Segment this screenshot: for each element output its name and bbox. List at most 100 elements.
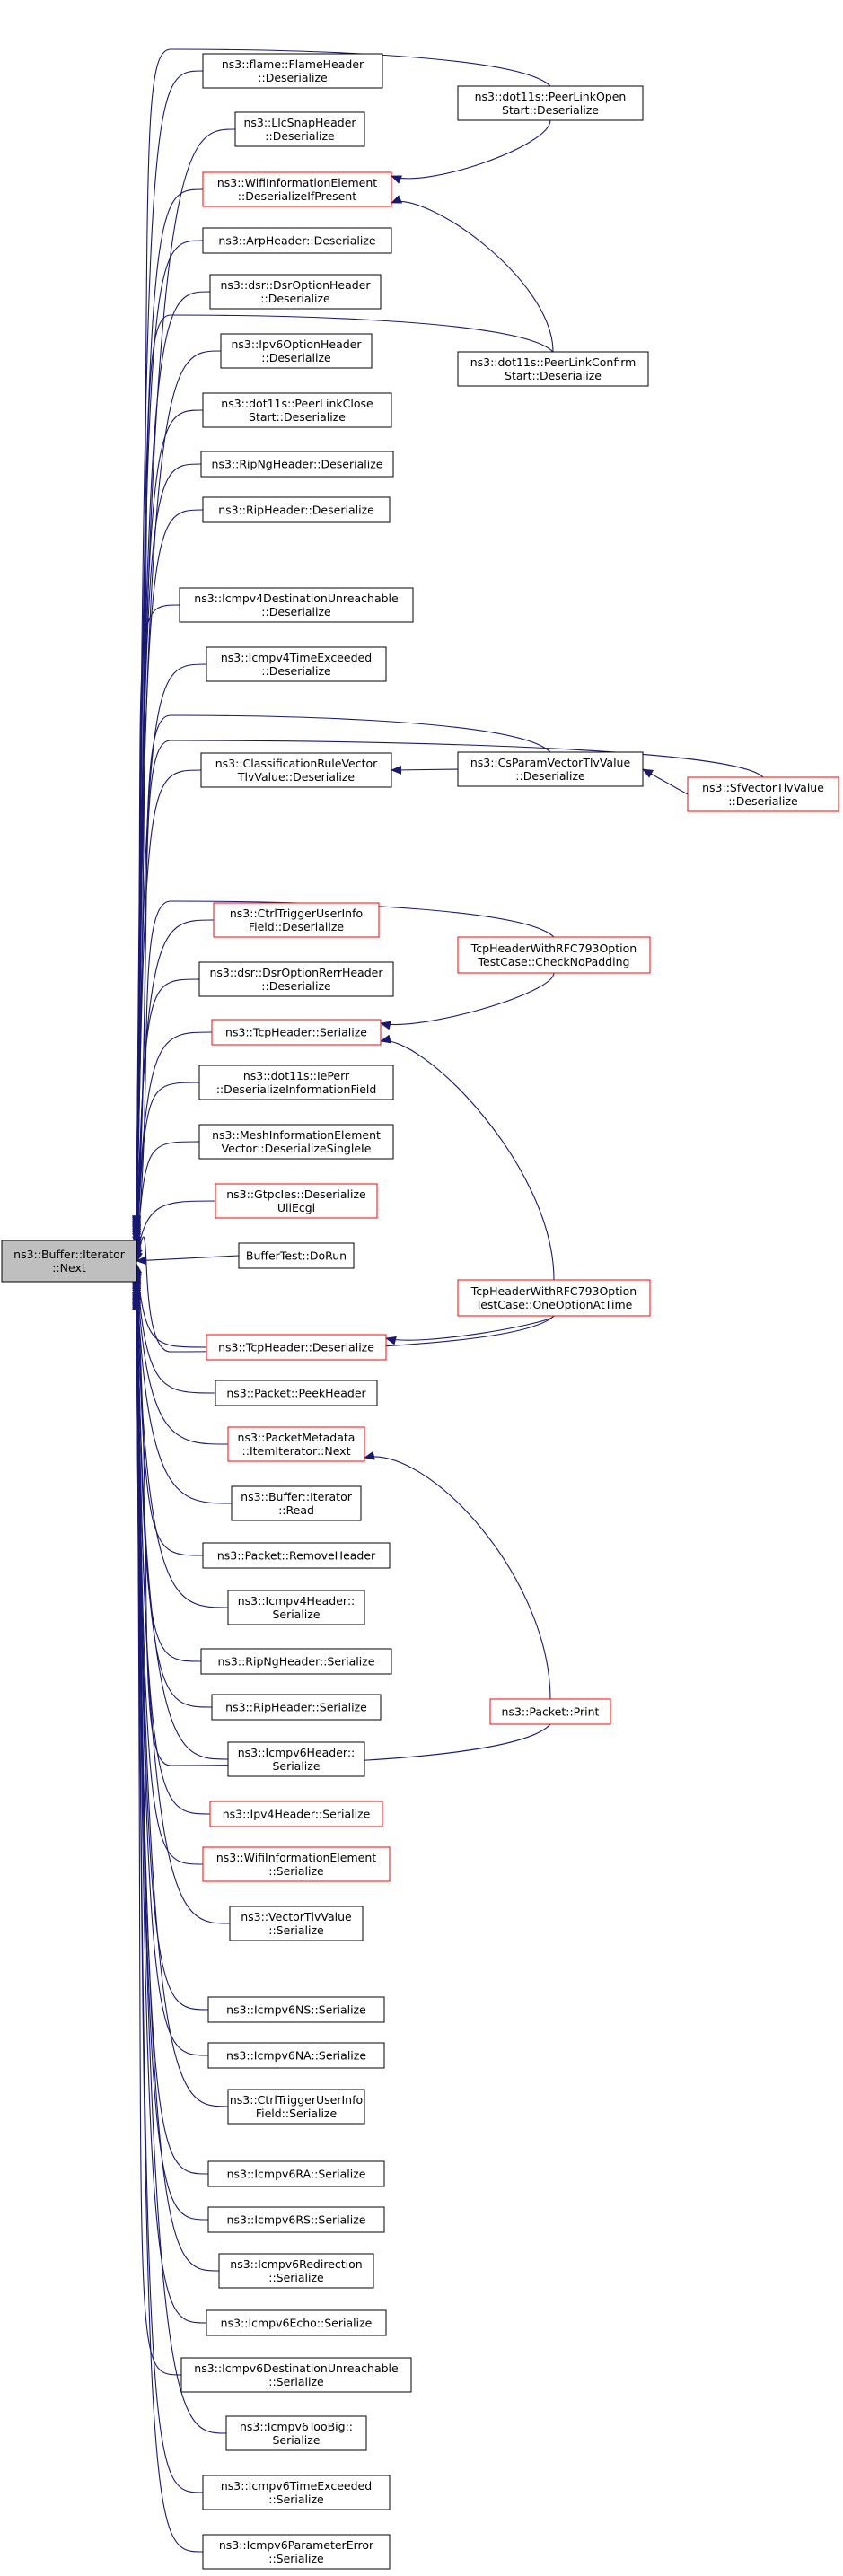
edge-n39-to-root — [132, 1293, 182, 2376]
node-label-line: ::Deserialize — [515, 769, 585, 783]
graph-node-n20[interactable]: ns3::TcpHeader::Deserialize — [206, 1334, 387, 1361]
node-box — [227, 1590, 365, 1625]
graph-node-n4[interactable]: ns3::ArpHeader::Deserialize — [202, 227, 392, 254]
graph-node-n32[interactable]: ns3::Icmpv6NS::Serialize — [207, 1996, 385, 2023]
graph-node-n25[interactable]: ns3::Icmpv4Header::Serialize — [227, 1590, 365, 1625]
node-box — [1, 1240, 137, 1283]
graph-node-n7[interactable]: ns3::dot11s::PeerLinkCloseStart::Deseria… — [202, 392, 392, 428]
graph-node-n28[interactable]: ns3::Icmpv6Header::Serialize — [227, 1741, 365, 1777]
edge-m5-to-n20 — [385, 1315, 555, 1345]
node-box — [218, 2253, 374, 2289]
edge-m1-to-root — [132, 48, 551, 1228]
graph-node-n38[interactable]: ns3::Icmpv6Echo::Serialize — [206, 2309, 387, 2336]
node-box — [202, 1846, 391, 1882]
graph-node-m3[interactable]: ns3::CsParamVectorTlvValue::Deserialize — [457, 751, 644, 787]
node-label-line: ::Deserialize — [261, 605, 331, 618]
node-label-line: ::Serialize — [268, 2271, 324, 2284]
node-label-line: ns3::RipNgHeader::Deserialize — [212, 458, 383, 471]
graph-node-n27[interactable]: ns3::RipHeader::Serialize — [211, 1694, 382, 1721]
graph-node-n12[interactable]: ns3::ClassificationRuleVectorTlvValue::D… — [200, 752, 392, 788]
graph-node-n5[interactable]: ns3::dsr::DsrOptionHeader::Deserialize — [209, 274, 382, 310]
graph-node-n16[interactable]: ns3::dot11s::IePerr::DeserializeInformat… — [198, 1065, 394, 1100]
graph-node-n26[interactable]: ns3::RipNgHeader::Serialize — [200, 1648, 392, 1675]
edge-n29-to-root — [132, 1276, 211, 1815]
node-label-line: ns3::CtrlTriggerUserInfo — [230, 2093, 363, 2107]
root-node-buffer-iterator-next[interactable]: ns3::Buffer::Iterator::Next — [1, 1240, 137, 1283]
graph-node-r1[interactable]: ns3::SfVectorTlvValue::Deserialize — [687, 776, 839, 812]
node-label-line: ::DeserializeInformationField — [216, 1082, 377, 1096]
graph-node-n11[interactable]: ns3::Icmpv4TimeExceeded::Deserialize — [206, 646, 387, 682]
node-box — [207, 1996, 385, 2023]
edge-n14-to-root — [132, 978, 200, 1254]
node-box — [227, 2089, 365, 2125]
graph-node-n23[interactable]: ns3::Buffer::Iterator::Read — [231, 1485, 362, 1521]
edge-n31-to-root — [132, 1280, 231, 1924]
graph-node-n35[interactable]: ns3::Icmpv6RA::Serialize — [207, 2160, 385, 2187]
node-label-line: ns3::Packet::RemoveHeader — [217, 1549, 376, 1563]
node-box — [180, 2357, 412, 2393]
edge-n33-to-root — [132, 1284, 209, 2056]
node-box — [225, 2415, 367, 2451]
edge-n16-to-root — [132, 1082, 200, 1257]
graph-node-n29[interactable]: ns3::Ipv4Header::Serialize — [209, 1801, 383, 1827]
graph-node-m4[interactable]: TcpHeaderWithRFC793OptionTestCase::Check… — [457, 936, 651, 974]
graph-node-n33[interactable]: ns3::Icmpv6NA::Serialize — [207, 2042, 385, 2069]
graph-node-n41[interactable]: ns3::Icmpv6TimeExceeded::Serialize — [202, 2475, 391, 2510]
node-label-line: ns3::TcpHeader::Deserialize — [218, 1341, 374, 1354]
node-box — [200, 451, 394, 478]
graph-node-n8[interactable]: ns3::RipNgHeader::Deserialize — [200, 451, 394, 478]
graph-node-n24[interactable]: ns3::Packet::RemoveHeader — [202, 1542, 391, 1569]
edge-n1-to-root — [132, 70, 204, 1227]
graph-node-n10[interactable]: ns3::Icmpv4DestinationUnreachable::Deser… — [179, 587, 414, 623]
node-label-line: ns3::SfVectorTlvValue — [702, 781, 824, 794]
graph-node-n22[interactable]: ns3::PacketMetadata::ItemIterator::Next — [227, 1426, 365, 1462]
node-label-line: ::Deserialize — [261, 351, 331, 364]
node-box — [231, 1485, 362, 1521]
graph-node-n2[interactable]: ns3::LlcSnapHeader::Deserialize — [234, 111, 365, 147]
node-box — [211, 1694, 382, 1721]
graph-node-n19[interactable]: BufferTest::DoRun — [238, 1242, 355, 1269]
edge-m3-to-n12 — [391, 765, 459, 775]
node-box — [209, 1801, 383, 1827]
graph-node-m2[interactable]: ns3::dot11s::PeerLinkConfirmStart::Deser… — [457, 351, 649, 387]
graph-node-m6[interactable]: ns3::Packet::Print — [489, 1698, 611, 1725]
graph-node-n14[interactable]: ns3::dsr::DsrOptionRerrHeader::Deseriali… — [198, 961, 394, 997]
node-label-line: Field::Serialize — [256, 2107, 338, 2120]
node-label-line: ns3::WifiInformationElement — [216, 1851, 376, 1864]
graph-node-n15[interactable]: ns3::TcpHeader::Serialize — [211, 1019, 382, 1046]
edge-n22-to-root — [132, 1266, 229, 1445]
node-label-line: TlvValue::Deserialize — [237, 770, 356, 784]
graph-node-n13[interactable]: ns3::CtrlTriggerUserInfoField::Deseriali… — [213, 902, 380, 938]
node-label-line: BufferTest::DoRun — [246, 1249, 347, 1263]
node-label-line: ::Deserialize — [261, 664, 331, 678]
graph-node-m5[interactable]: TcpHeaderWithRFC793OptionTestCase::OneOp… — [457, 1279, 651, 1317]
node-box — [198, 961, 394, 997]
graph-node-n17[interactable]: ns3::MeshInformationElementVector::Deser… — [198, 1124, 394, 1160]
graph-node-n37[interactable]: ns3::Icmpv6Redirection::Serialize — [218, 2253, 374, 2289]
graph-node-n1[interactable]: ns3::flame::FlameHeader::Deserialize — [202, 53, 383, 89]
node-box — [215, 1183, 378, 1219]
node-box — [207, 2160, 385, 2187]
node-label-line: ::Deserialize — [260, 292, 330, 305]
graph-node-n9[interactable]: ns3::RipHeader::Deserialize — [202, 496, 391, 523]
graph-node-n36[interactable]: ns3::Icmpv6RS::Serialize — [207, 2206, 385, 2233]
node-box — [202, 496, 391, 523]
graph-node-n3[interactable]: ns3::WifiInformationElement::Deserialize… — [202, 171, 392, 207]
node-label-line: ns3::LlcSnapHeader — [243, 116, 356, 129]
graph-node-m1[interactable]: ns3::dot11s::PeerLinkOpenStart::Deserial… — [457, 85, 644, 121]
graph-node-n21[interactable]: ns3::Packet::PeekHeader — [215, 1380, 378, 1406]
edge-n37-to-root — [132, 1290, 220, 2272]
graph-node-n31[interactable]: ns3::VectorTlvValue::Serialize — [229, 1906, 364, 1941]
node-label-line: TcpHeaderWithRFC793Option — [470, 942, 637, 955]
graph-node-n40[interactable]: ns3::Icmpv6TooBig::Serialize — [225, 2415, 367, 2451]
edge-m4-to-root — [133, 900, 555, 1253]
graph-node-n39[interactable]: ns3::Icmpv6DestinationUnreachable::Seria… — [180, 2357, 412, 2393]
graph-node-n42[interactable]: ns3::Icmpv6ParameterError::Serialize — [202, 2534, 391, 2570]
node-label-line: ns3::Packet::PeekHeader — [226, 1387, 366, 1400]
graph-node-n30[interactable]: ns3::WifiInformationElement::Serialize — [202, 1846, 391, 1882]
node-label-line: UliEcgi — [277, 1201, 315, 1214]
node-label-line: ns3::Icmpv6Echo::Serialize — [221, 2317, 373, 2330]
graph-node-n6[interactable]: ns3::Ipv6OptionHeader::Deserialize — [220, 333, 373, 369]
